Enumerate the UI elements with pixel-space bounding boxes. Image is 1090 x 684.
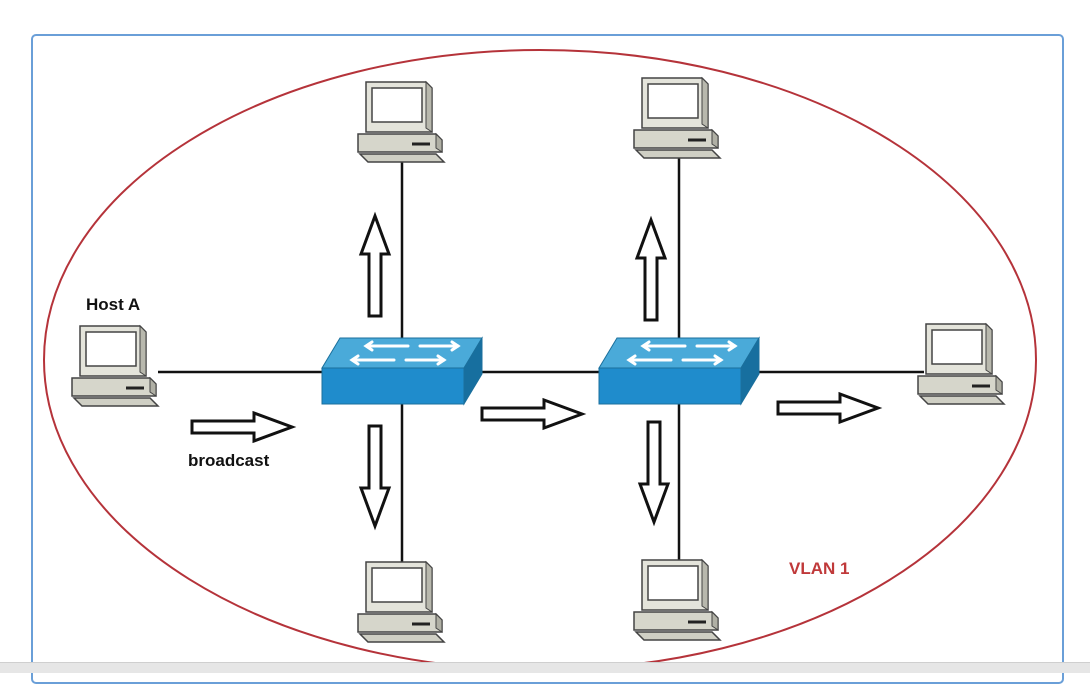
broadcast-arrow-up-2-icon <box>635 218 667 322</box>
pc-switch1-bottom-icon <box>356 560 446 644</box>
broadcast-arrow-right-3-icon <box>776 392 880 424</box>
broadcast-arrow-down-2-icon <box>638 420 670 524</box>
window-bottom-edge <box>0 662 1090 673</box>
switch-2-icon <box>597 336 761 406</box>
pc-right-icon <box>916 322 1006 406</box>
broadcast-arrow-down-1-icon <box>359 424 391 528</box>
pc-switch2-bottom-icon <box>632 558 722 642</box>
pc-switch1-top-icon <box>356 80 446 164</box>
switch-1-icon <box>320 336 484 406</box>
host-a-label: Host A <box>86 295 140 314</box>
network-links <box>158 156 924 566</box>
broadcast-label: broadcast <box>188 451 270 470</box>
vlan-boundary <box>43 49 1037 671</box>
pc-host-a-icon <box>70 324 160 408</box>
broadcast-arrow-up-1-icon <box>359 214 391 318</box>
broadcast-arrow-right-1-icon <box>190 411 294 443</box>
vlan-label: VLAN 1 <box>789 559 849 578</box>
broadcast-arrow-right-2-icon <box>480 398 584 430</box>
pc-switch2-top-icon <box>632 76 722 160</box>
